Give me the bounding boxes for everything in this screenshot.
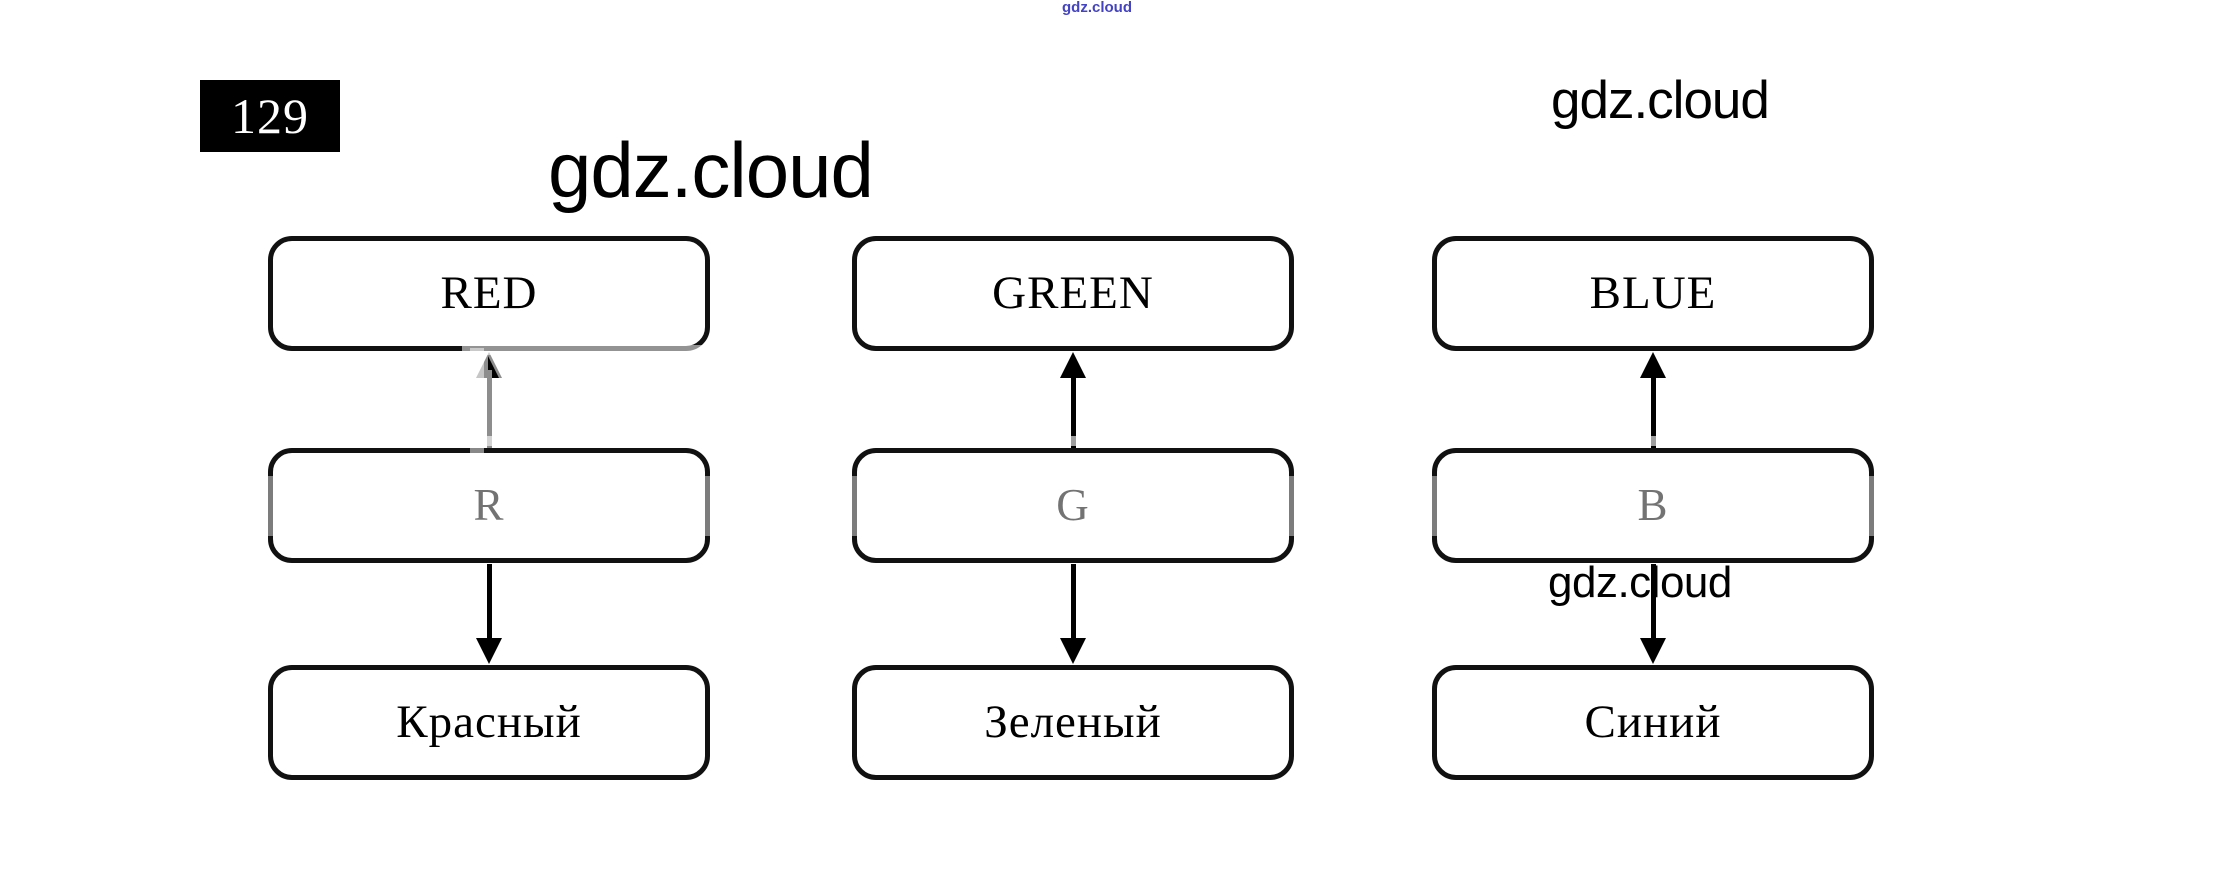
watermark-center: gdz.cloud <box>548 126 874 214</box>
watermark-wash-band-top <box>258 436 1918 446</box>
watermark-top-right: gdz.cloud <box>1551 71 1770 130</box>
arrow-head-up-overlay-icon <box>488 356 499 378</box>
arrow-head-down-icon <box>476 638 502 664</box>
box-blue-russian: Синий <box>1432 665 1874 780</box>
box-label-blue-english: BLUE <box>1589 267 1717 319</box>
watermark-small-top: gdz.cloud <box>1062 0 1132 16</box>
box-label-red-english: RED <box>440 267 538 319</box>
box-red-english: RED <box>268 236 710 351</box>
box-blue-english: BLUE <box>1432 236 1874 351</box>
box-green-english: GREEN <box>852 236 1294 351</box>
arrow-head-down-icon <box>1640 638 1666 664</box>
box-label-blue-russian: Синий <box>1584 696 1722 748</box>
box-label-green-english: GREEN <box>992 267 1154 319</box>
box-label-green-channel: G <box>1056 480 1090 530</box>
box-green-channel: G <box>852 448 1294 563</box>
exercise-number-badge: 129 <box>200 80 340 152</box>
arrow-shaft <box>487 370 492 448</box>
arrow-head-down-icon <box>1060 638 1086 664</box>
arrow-shaft <box>1071 564 1076 646</box>
box-red-russian: Красный <box>268 665 710 780</box>
box-blue-channel: B <box>1432 448 1874 563</box>
arrow-shaft <box>487 564 492 646</box>
box-red-channel: R <box>268 448 710 563</box>
arrow-shaft <box>1071 370 1076 448</box>
box-green-russian: Зеленый <box>852 665 1294 780</box>
watermark-under-b-box: gdz.cloud <box>1548 558 1732 607</box>
arrow-shaft <box>1651 370 1656 448</box>
box-label-red-russian: Красный <box>396 696 582 748</box>
box-label-blue-channel: B <box>1637 480 1669 530</box>
box-label-green-russian: Зеленый <box>984 696 1162 748</box>
arrow-shaft <box>1651 564 1656 646</box>
box-label-red-channel: R <box>473 480 505 530</box>
